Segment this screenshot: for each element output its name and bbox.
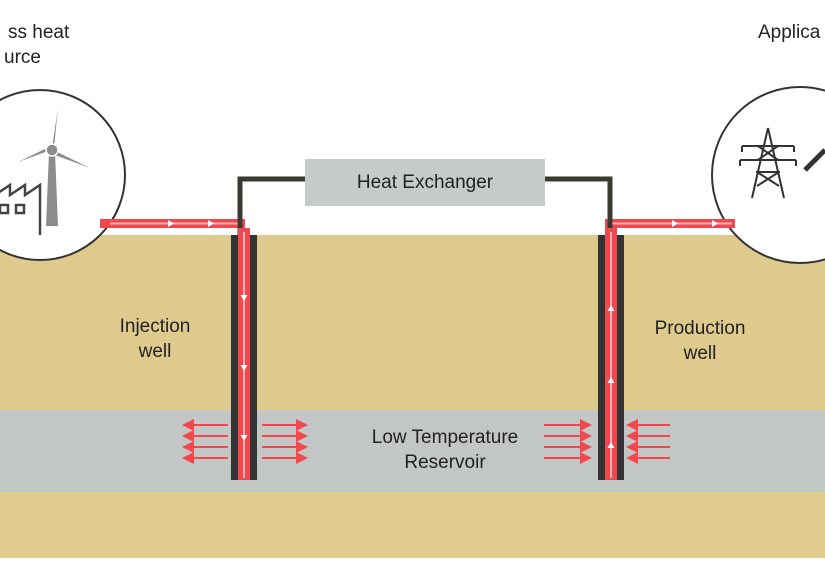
injection-outflow-arrows	[182, 419, 308, 464]
tool-icon	[803, 148, 825, 172]
factory-icon	[0, 182, 42, 235]
production-well-label: Production well	[638, 316, 762, 366]
injection-well	[231, 228, 257, 480]
surface-flow-left	[100, 219, 245, 228]
deep-soil-layer	[0, 492, 825, 558]
application-circle	[711, 86, 825, 264]
injection-well-label: Injection well	[100, 314, 210, 364]
production-well	[598, 228, 624, 480]
heat-source-label-line1: ss heat	[8, 22, 70, 43]
injection-well-line1: Injection	[119, 316, 191, 337]
production-well-line1: Production	[654, 318, 746, 339]
heat-source-circle	[0, 89, 126, 261]
reservoir-layer	[0, 410, 825, 492]
reservoir-line1: Low Temperature	[371, 427, 519, 448]
injection-well-line2: well	[138, 341, 172, 362]
soil-layer	[0, 235, 825, 410]
production-inflow-arrows	[544, 419, 670, 464]
reservoir-line2: Reservoir	[404, 452, 486, 473]
heat-source-label: ss heat urce	[0, 20, 69, 70]
wind-turbine-icon	[18, 108, 90, 226]
application-label-text: Applica	[758, 22, 821, 43]
heat-source-label-line2: urce	[4, 47, 41, 68]
heat-exchanger-box	[305, 159, 545, 206]
production-well-line2: well	[683, 343, 717, 364]
power-pylon-icon	[739, 127, 797, 199]
surface-flow-right	[605, 219, 735, 228]
reservoir-label: Low Temperature Reservoir	[350, 425, 540, 475]
exchanger-loop	[237, 176, 613, 235]
application-label: Applica	[758, 20, 820, 45]
heat-exchanger-text: Heat Exchanger	[356, 172, 494, 193]
heat-exchanger-label: Heat Exchanger	[305, 170, 545, 195]
